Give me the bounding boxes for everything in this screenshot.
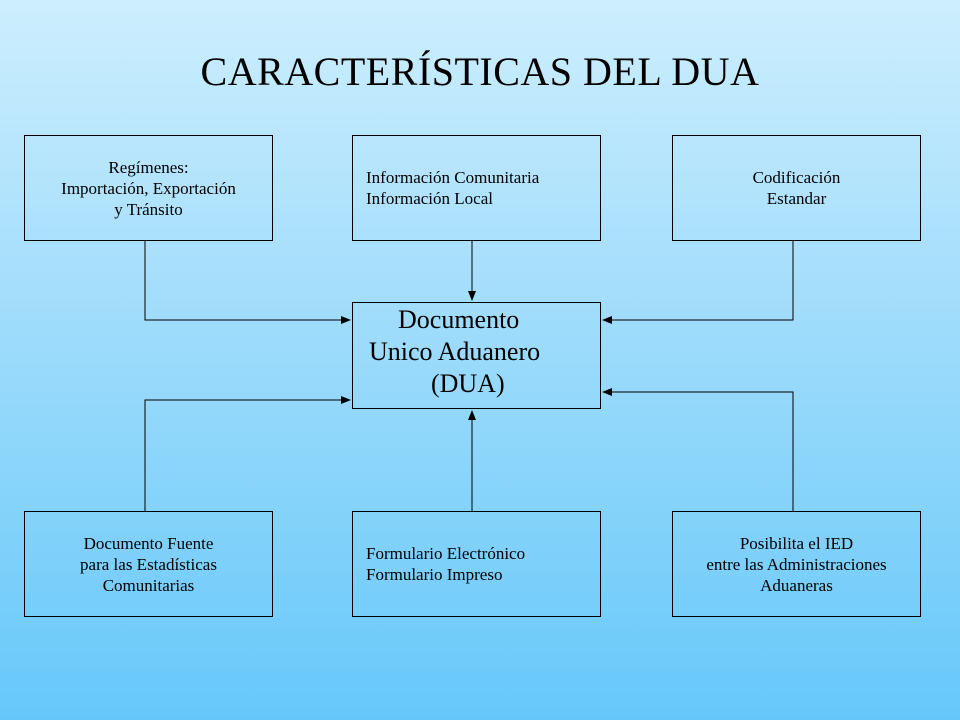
box-regimenes-line-2: Importación, Exportación bbox=[61, 178, 236, 198]
box-codificacion: Codificación Estandar bbox=[672, 135, 921, 241]
box-ied-line-2: entre las Administraciones bbox=[706, 554, 887, 574]
box-informacion-line-1: Información Comunitaria bbox=[366, 168, 540, 187]
box-codificacion-line-2: Estandar bbox=[766, 189, 827, 208]
box-dua-central: Documento Unico Aduanero (DUA) bbox=[352, 302, 601, 409]
connector-codificacion-arrow bbox=[602, 241, 794, 324]
connector-ied-arrow bbox=[602, 388, 794, 511]
box-dua-line-3: (DUA) bbox=[431, 369, 505, 398]
box-fuente-line-3: Comunitarias bbox=[102, 575, 195, 595]
slide-title: CARACTERÍSTICAS DEL DUA bbox=[200, 49, 760, 94]
box-codificacion-line-1: Codificación bbox=[752, 168, 841, 187]
box-fuente-line-1: Documento Fuente bbox=[83, 533, 214, 553]
box-regimenes-line-1: Regímenes: bbox=[108, 157, 189, 177]
box-formulario-line-2: Formulario Impreso bbox=[366, 565, 503, 584]
connector-regimenes-arrow bbox=[144, 241, 351, 324]
box-regimenes: Regímenes: Importación, Exportación y Tr… bbox=[24, 135, 273, 241]
connector-fuente-arrow bbox=[144, 396, 351, 511]
box-dua-line-2: Unico Aduanero bbox=[369, 337, 541, 366]
box-fuente-line-2: para las Estadísticas bbox=[80, 554, 217, 574]
box-informacion-line-2: Información Local bbox=[366, 189, 493, 208]
box-ied-line-3: Aduaneras bbox=[760, 575, 833, 595]
box-dua-line-1: Documento bbox=[398, 305, 520, 334]
box-ied-line-1: Posibilita el IED bbox=[739, 533, 854, 553]
box-formulario: Formulario Electrónico Formulario Impres… bbox=[352, 511, 601, 617]
box-regimenes-line-3: y Tránsito bbox=[114, 199, 183, 219]
box-documento-fuente: Documento Fuente para las Estadísticas C… bbox=[24, 511, 273, 617]
box-informacion: Información Comunitaria Información Loca… bbox=[352, 135, 601, 241]
box-formulario-line-1: Formulario Electrónico bbox=[366, 544, 526, 563]
box-ied: Posibilita el IED entre las Administraci… bbox=[672, 511, 921, 617]
